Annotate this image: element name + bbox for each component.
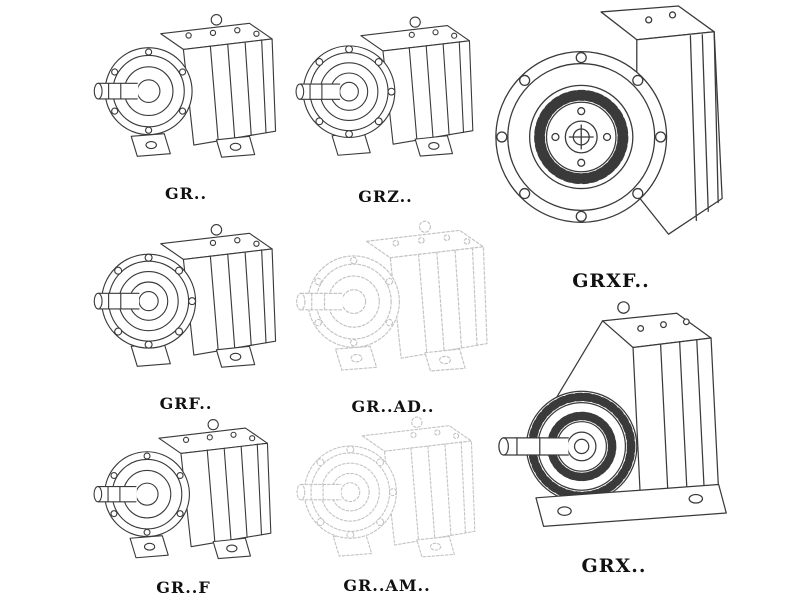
- figure-grx: GRX..: [486, 298, 742, 577]
- gear-unit-drawing-grx: [486, 298, 742, 553]
- model-label-grx: GRX..: [581, 555, 647, 577]
- model-label-grf: GRF..: [159, 394, 213, 413]
- figure-gr-ad: GR..AD..: [288, 210, 498, 416]
- figure-gr: GR..: [86, 2, 286, 203]
- model-label-gr-f: GR..F: [156, 578, 211, 597]
- gear-unit-drawing-gr-ad: [288, 210, 498, 395]
- model-label-gr: GR..: [164, 184, 208, 203]
- model-label-gr-am: GR..AM..: [343, 576, 431, 595]
- model-label-grz: GRZ..: [358, 187, 413, 206]
- model-label-grxf: GRXF..: [572, 270, 650, 292]
- figure-gr-am: GR..AM..: [282, 412, 492, 595]
- gear-unit-drawing-gr-f: [86, 414, 281, 576]
- gear-unit-drawing-grz: [288, 0, 483, 185]
- gear-unit-drawing-grxf: [482, 0, 740, 268]
- gear-unit-drawing-gr: [86, 2, 286, 182]
- figure-gr-f: GR..F: [86, 414, 281, 597]
- figure-grf: GRF..: [86, 212, 286, 413]
- figure-grz: GRZ..: [288, 0, 483, 206]
- gear-unit-drawing-gr-am: [282, 412, 492, 574]
- model-label-gr-ad: GR..AD..: [351, 397, 435, 416]
- gear-unit-drawing-grf: [86, 212, 286, 392]
- figure-grxf: GRXF..: [482, 0, 740, 292]
